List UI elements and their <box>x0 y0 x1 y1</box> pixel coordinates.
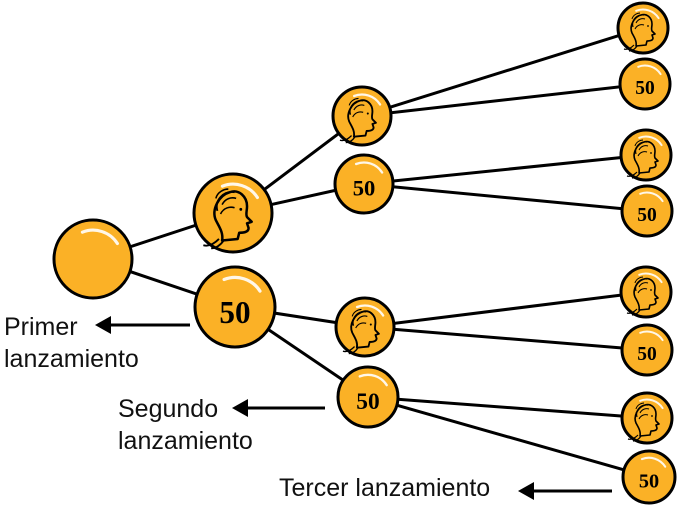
second-toss-arrow-icon <box>232 399 325 417</box>
third-toss-coin: 50 <box>620 323 674 377</box>
label-first-toss-line1: Primer <box>4 313 78 341</box>
label-third-toss: Tercer lanzamiento <box>279 474 491 502</box>
fifty-label: 50 <box>353 176 376 201</box>
second-toss-coin <box>334 296 396 358</box>
branch-line <box>362 153 648 186</box>
branch-line <box>363 325 649 352</box>
branch-line <box>363 290 648 329</box>
arrows <box>95 316 612 500</box>
first-toss-coin: 50 <box>193 265 277 349</box>
third-toss-coin: 50 <box>620 184 674 238</box>
fifty-label: 50 <box>637 205 657 226</box>
third-toss-coin: 50 <box>618 57 672 111</box>
fifty-label: 50 <box>639 470 659 492</box>
branch-line <box>366 395 651 479</box>
third-toss-coin <box>616 1 670 55</box>
label-first-toss-line2: lanzamiento <box>4 345 139 373</box>
third-toss-arrow-icon <box>518 482 612 500</box>
label-second-toss-line2: lanzamiento <box>118 427 253 455</box>
second-toss-coin: 50 <box>336 365 400 429</box>
coin-nodes: 50 50 50 50 50 50 50 <box>52 1 677 505</box>
label-second-toss-line1: Segundo <box>118 395 219 423</box>
fifty-label: 50 <box>635 78 655 99</box>
root-coin <box>52 218 134 300</box>
second-toss-coin: 50 <box>333 153 395 215</box>
fifty-label: 50 <box>637 344 657 365</box>
first-toss-coin <box>192 172 274 254</box>
fifty-label: 50 <box>219 295 250 330</box>
first-toss-arrow-icon <box>95 316 190 334</box>
third-toss-coin <box>619 265 673 319</box>
second-toss-coin <box>331 85 393 147</box>
branch-line <box>362 182 649 213</box>
branch-line <box>360 26 645 118</box>
branch-line <box>366 395 649 420</box>
third-toss-coin <box>620 391 674 445</box>
third-toss-coin: 50 <box>621 449 677 505</box>
fifty-label: 50 <box>356 389 379 415</box>
third-toss-coin <box>619 128 673 182</box>
branch-line <box>360 82 647 118</box>
